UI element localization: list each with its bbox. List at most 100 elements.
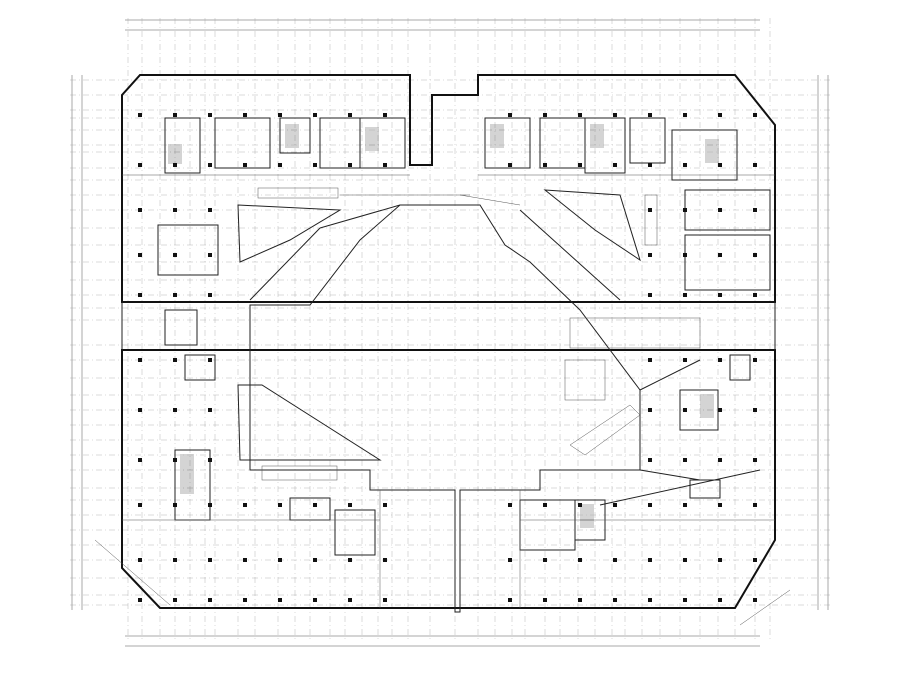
column xyxy=(138,358,142,362)
column xyxy=(718,113,722,117)
column xyxy=(683,163,687,167)
column xyxy=(648,558,652,562)
column xyxy=(683,598,687,602)
column xyxy=(508,163,512,167)
column xyxy=(243,558,247,562)
column xyxy=(753,293,757,297)
column xyxy=(578,503,582,507)
column xyxy=(648,253,652,257)
column xyxy=(278,598,282,602)
column xyxy=(348,113,352,117)
column xyxy=(683,458,687,462)
column xyxy=(383,113,387,117)
column xyxy=(208,503,212,507)
central-atrium xyxy=(249,194,641,613)
column xyxy=(613,598,617,602)
column xyxy=(208,208,212,212)
column xyxy=(753,113,757,117)
column xyxy=(278,163,282,167)
column xyxy=(313,163,317,167)
column xyxy=(543,163,547,167)
column xyxy=(138,163,142,167)
column xyxy=(648,503,652,507)
stairwells xyxy=(168,124,719,528)
column xyxy=(648,408,652,412)
column xyxy=(383,163,387,167)
column xyxy=(278,558,282,562)
column xyxy=(173,558,177,562)
column xyxy=(208,358,212,362)
column xyxy=(718,253,722,257)
column xyxy=(243,163,247,167)
column xyxy=(173,458,177,462)
column xyxy=(683,253,687,257)
column xyxy=(173,208,177,212)
column xyxy=(278,503,282,507)
structural-columns xyxy=(138,113,757,602)
column xyxy=(208,598,212,602)
column xyxy=(683,293,687,297)
column xyxy=(383,598,387,602)
column xyxy=(648,163,652,167)
column xyxy=(578,558,582,562)
column xyxy=(138,208,142,212)
column xyxy=(508,113,512,117)
column xyxy=(348,598,352,602)
axis-grid xyxy=(70,18,830,640)
column xyxy=(613,558,617,562)
column xyxy=(718,358,722,362)
column xyxy=(718,163,722,167)
column xyxy=(648,208,652,212)
column xyxy=(718,408,722,412)
column xyxy=(683,208,687,212)
column xyxy=(648,113,652,117)
column xyxy=(683,503,687,507)
column xyxy=(718,208,722,212)
column xyxy=(683,113,687,117)
column xyxy=(173,598,177,602)
column xyxy=(753,253,757,257)
column xyxy=(613,503,617,507)
column xyxy=(173,293,177,297)
column xyxy=(173,253,177,257)
column xyxy=(753,408,757,412)
column xyxy=(348,558,352,562)
column xyxy=(718,293,722,297)
column xyxy=(683,408,687,412)
column xyxy=(648,458,652,462)
column xyxy=(243,113,247,117)
column xyxy=(138,293,142,297)
column xyxy=(753,598,757,602)
column xyxy=(208,558,212,562)
column xyxy=(173,163,177,167)
column xyxy=(313,503,317,507)
column xyxy=(138,253,142,257)
column xyxy=(208,408,212,412)
column xyxy=(718,503,722,507)
column xyxy=(138,113,142,117)
column xyxy=(138,408,142,412)
column xyxy=(753,458,757,462)
column xyxy=(543,113,547,117)
column xyxy=(753,358,757,362)
column xyxy=(138,458,142,462)
column xyxy=(753,503,757,507)
column xyxy=(208,163,212,167)
column xyxy=(313,558,317,562)
column xyxy=(613,163,617,167)
column xyxy=(313,113,317,117)
escalators xyxy=(237,187,701,481)
exterior-walls xyxy=(121,74,776,609)
column xyxy=(208,458,212,462)
column xyxy=(508,503,512,507)
column xyxy=(508,598,512,602)
column xyxy=(173,408,177,412)
column xyxy=(173,503,177,507)
column xyxy=(578,598,582,602)
column xyxy=(173,358,177,362)
column xyxy=(208,253,212,257)
shopfront-diagonals xyxy=(94,204,791,626)
column xyxy=(278,113,282,117)
column xyxy=(718,458,722,462)
